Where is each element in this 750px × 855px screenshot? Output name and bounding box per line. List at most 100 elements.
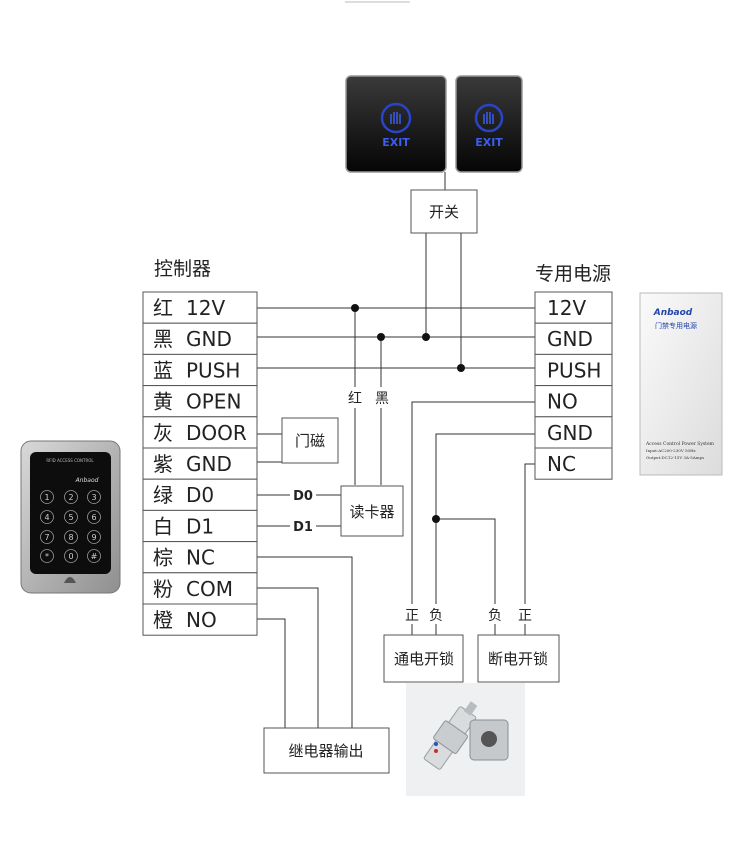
psu-spec-3: Output:DC12-15V 3A-5Amps: [646, 455, 704, 460]
controller-wire-color: 橙: [153, 608, 173, 632]
controller-wire-color: 白: [153, 514, 173, 538]
door-sensor-box: [281, 417, 339, 464]
controller-header: 控制器: [154, 258, 211, 280]
card-reader-label: 读卡器: [349, 503, 394, 521]
controller-row: [142, 385, 258, 418]
wires: [257, 172, 535, 728]
power-on-lock-label: 通电开锁: [394, 650, 454, 668]
keypad-key-label: 0: [68, 552, 73, 561]
keypad-device: RFID ACCESS CONTROL Anbaod 1 2 3 4 5 6 7 8 9 * 0 #: [20, 440, 121, 594]
left-lock-pos-label: 正: [405, 608, 419, 624]
controller-row: [142, 291, 258, 324]
power-off-lock-box: [477, 634, 560, 683]
keypad-key: [40, 530, 54, 544]
psu-title: 门禁专用电源: [655, 321, 697, 330]
controller-wire-color: 棕: [153, 546, 173, 570]
controller-signal: D0: [186, 483, 214, 507]
controller-row: [142, 478, 258, 511]
keypad-key: [64, 490, 78, 504]
controller-wire-color: 黑: [153, 327, 173, 351]
controller-signal: 12V: [186, 296, 225, 320]
power-supply-unit: Anbaod 门禁专用电源 Access Control Power Syste…: [639, 292, 723, 476]
keypad-key: [87, 510, 101, 524]
controller-wire-color: 黄: [153, 390, 173, 414]
exit-button-large: EXIT: [345, 75, 447, 173]
controller-wire-color: 绿: [153, 483, 173, 507]
keypad-key-label: 9: [91, 533, 96, 542]
keypad-key-label: #: [91, 552, 98, 561]
keypad-key: [64, 549, 78, 563]
switch-box: [410, 189, 478, 234]
controller-row: [142, 353, 258, 387]
keypad-key: [40, 510, 54, 524]
right-lock-pos-label: 正: [518, 608, 532, 624]
keypad-key: [64, 510, 78, 524]
keypad-key-label: 5: [68, 513, 73, 522]
door-sensor-label: 门磁: [295, 432, 325, 450]
d0-wire-label: D0: [293, 489, 313, 504]
keypad-key: [87, 490, 101, 504]
exit-label-large: EXIT: [382, 136, 410, 149]
power-row: [534, 322, 613, 355]
controller-signal: NC: [186, 546, 215, 570]
keypad-brand: Anbaod: [75, 477, 99, 484]
power-row: [534, 447, 613, 480]
controller-signal: GND: [186, 452, 232, 476]
power-on-lock-box: [383, 634, 464, 683]
keypad-key-label: 1: [44, 493, 49, 502]
relay-output-box: [263, 727, 390, 774]
controller-signal: OPEN: [186, 390, 241, 414]
black-wire-label: 黑: [375, 391, 389, 407]
strike-hole-icon: [481, 731, 497, 747]
controller-signal: D1: [186, 514, 214, 538]
psu-brand: Anbaod: [653, 308, 693, 318]
keypad-key-label: 4: [44, 513, 49, 522]
keypad-keys: 1 2 3 4 5 6 7 8 9 * 0 #: [40, 490, 101, 563]
keypad-key-label: 7: [44, 533, 49, 542]
keypad-key-label: *: [45, 552, 49, 561]
power-terminal-label: PUSH: [547, 358, 601, 382]
keypad-top-text: RFID ACCESS CONTROL: [46, 458, 94, 463]
keypad-key: [64, 530, 78, 544]
psu-spec-2: Input:AC200-230V 50Hz: [646, 448, 696, 453]
power-off-lock-label: 断电开锁: [488, 650, 548, 668]
keypad-key-label: 2: [68, 493, 73, 502]
controller-signal: DOOR: [186, 421, 247, 445]
bell-icon: [64, 577, 76, 583]
power-terminal-label: GND: [547, 421, 593, 445]
power-terminal-label: GND: [547, 327, 593, 351]
keypad-key: [40, 549, 54, 563]
hand-fingers-icon: [483, 112, 494, 124]
keypad-key-label: 3: [91, 493, 96, 502]
controller-signal: GND: [186, 327, 232, 351]
power-row: [534, 416, 613, 449]
keypad-key: [87, 549, 101, 563]
controller-wire-color: 红: [153, 296, 173, 320]
controller-wire-color: 粉: [153, 577, 173, 601]
keypad-key-label: 8: [68, 533, 73, 542]
junctions: [351, 304, 465, 523]
keypad-key-label: 6: [91, 513, 96, 522]
hand-icon: [474, 103, 504, 133]
psu-spec-1: Access Control Power System: [645, 441, 715, 447]
exit-label-small: EXIT: [475, 136, 503, 149]
controller-wire-color: 灰: [153, 421, 173, 445]
controller-row: [142, 322, 258, 355]
left-lock-neg-label: 负: [429, 608, 443, 624]
controller-row: [142, 416, 258, 449]
switch-label: 开关: [429, 203, 459, 221]
d1-wire-label: D1: [293, 520, 313, 535]
right-lock-neg-label: 负: [488, 608, 502, 624]
power-terminal-label: NO: [547, 390, 578, 414]
hand-icon: [380, 102, 412, 134]
boxes: [263, 189, 560, 774]
controller-wire-color: 紫: [153, 452, 173, 476]
hand-fingers-icon: [390, 112, 401, 124]
controller-signal: COM: [186, 577, 233, 601]
electric-lock-photo: [406, 683, 525, 796]
red-wire-label: 红: [348, 391, 362, 407]
